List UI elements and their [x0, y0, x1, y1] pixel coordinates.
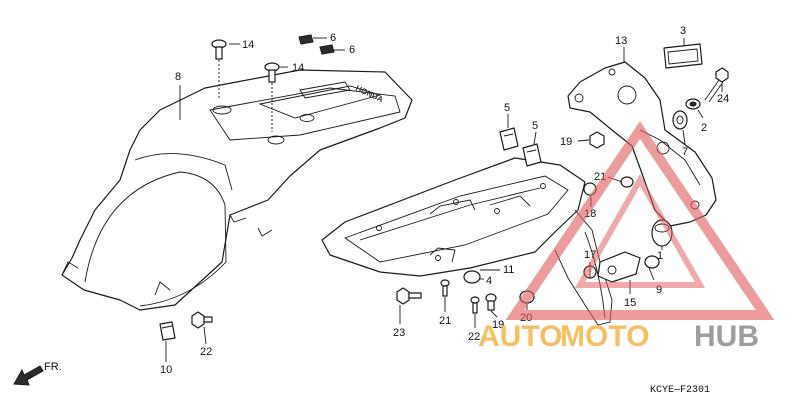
diagram-code: KCYE—F2301: [650, 385, 710, 396]
callout-5-a: 5: [504, 102, 510, 114]
callout-11: 11: [503, 264, 514, 276]
clip-10: [159, 321, 176, 341]
leader-lines: [165, 37, 723, 362]
clip-6-b: [319, 44, 335, 55]
callout-6-b: 6: [349, 44, 355, 56]
screw-21-b: [470, 296, 480, 314]
callout-23: 23: [393, 327, 405, 339]
reflector: [663, 43, 703, 69]
clip-5-b: [522, 143, 542, 167]
callout-12: 13: [615, 35, 627, 47]
bolt-22: [191, 311, 213, 329]
callout-14-lower: 14: [292, 62, 304, 74]
collar-4: [463, 270, 481, 284]
watermark-text-3: HUB: [694, 320, 759, 353]
callout-21-a: 21: [439, 315, 451, 327]
callout-5-b: 5: [532, 120, 538, 132]
bolt-14-lower: [264, 62, 280, 132]
callout-2: 2: [701, 122, 707, 134]
callout-4: 4: [486, 275, 492, 287]
callout-7: 7: [682, 146, 688, 158]
callout-1: 1: [657, 250, 663, 262]
grommet-2: [685, 98, 701, 110]
callout-18: 19: [492, 319, 504, 331]
clip-5-a: [499, 127, 519, 151]
callout-8: 8: [175, 71, 181, 83]
nut-17: [589, 131, 605, 149]
screw-18: [485, 293, 497, 311]
bolt-24: [704, 67, 729, 103]
rear-fender: HONDA: [61, 69, 413, 311]
watermark: AUTO MOTO HUB: [478, 121, 775, 353]
callout-6-a: 6: [330, 32, 336, 44]
callout-13: 15: [624, 297, 636, 309]
callout-24: 24: [717, 93, 729, 105]
watermark-triangle-icon: [505, 121, 775, 320]
screw-21-a: [440, 279, 450, 297]
callout-17: 19: [560, 136, 572, 148]
callout-3: 3: [680, 25, 686, 37]
callout-10: 10: [160, 364, 172, 376]
watermark-text-2: MOTO: [560, 320, 649, 353]
clip-6-a: [298, 34, 314, 45]
callout-9: 9: [656, 284, 662, 296]
bolt-14-upper: [211, 39, 227, 100]
callout-21-b: 22: [468, 331, 480, 343]
rubber-mount: [644, 219, 673, 269]
collar-20: [620, 176, 634, 188]
stay-13: [597, 251, 641, 283]
inner-fender-bracket: [321, 157, 613, 326]
callout-14-upper: 14: [242, 39, 254, 51]
grommet-7: [672, 110, 688, 130]
front-label: FR.: [44, 361, 62, 373]
callout-22: 22: [200, 346, 212, 358]
watermark-text-1: AUTO: [478, 320, 562, 353]
front-arrow: FR.: [13, 361, 62, 386]
bolt-23: [396, 287, 422, 305]
